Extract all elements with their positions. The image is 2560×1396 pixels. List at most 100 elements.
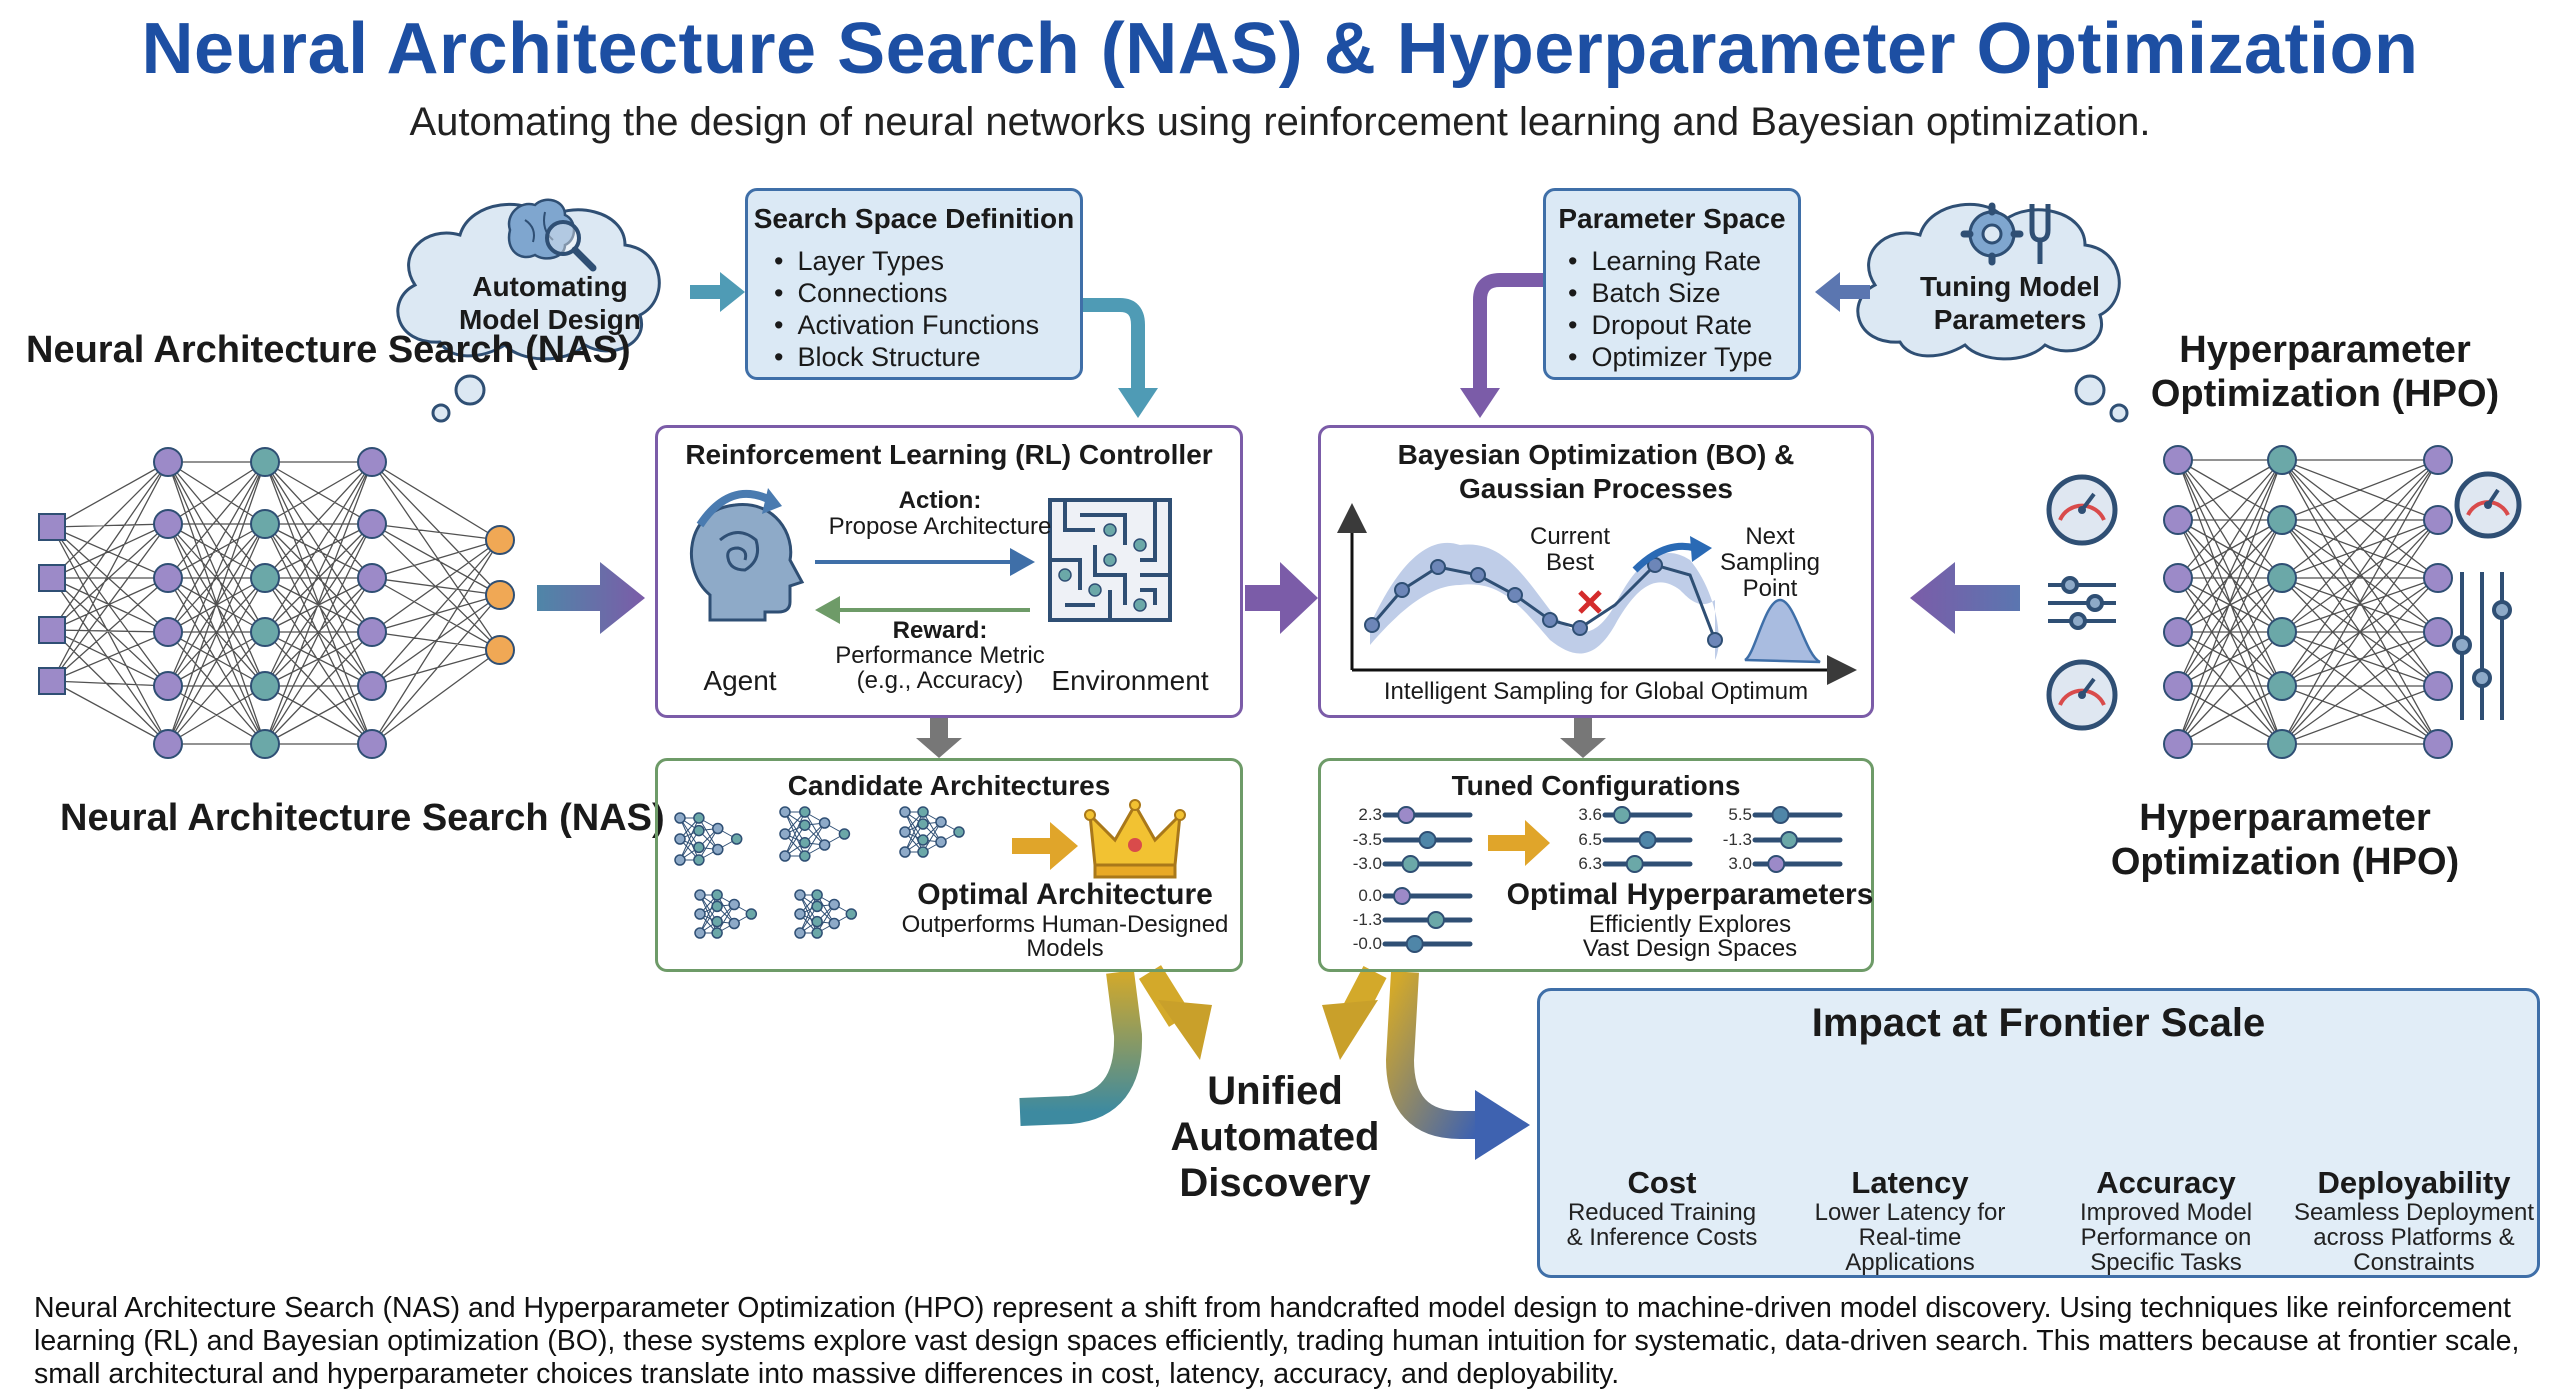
- arrow-rl-to-bo: [1245, 562, 1318, 634]
- network-node: [357, 447, 387, 477]
- tuned-config-sliders: [1382, 806, 1843, 953]
- arrow-bo-to-tuned: [1560, 718, 1606, 758]
- network-node: [2267, 671, 2297, 701]
- gauge-icons: [2046, 471, 2522, 731]
- metric-cost-desc: Reduced Training& Inference Costs: [1566, 1199, 1758, 1251]
- network-node: [153, 729, 183, 759]
- network-node: [2163, 445, 2193, 475]
- rl-title: Reinforcement Learning (RL) Controller: [685, 439, 1213, 470]
- parameter-space-list: Learning Rate Batch Size Dropout Rate Op…: [1568, 245, 1773, 373]
- network-node: [357, 671, 387, 701]
- hyperparameter-value: 2.3: [1358, 805, 1382, 824]
- network-node: [38, 616, 66, 644]
- hpo-network-graphic: [2163, 445, 2453, 759]
- gear-wrench-icon: [1960, 202, 2051, 266]
- optimal-architecture-desc2: Models: [1026, 935, 1104, 962]
- rl-reward-example: (e.g., Accuracy): [856, 667, 1024, 694]
- flow-tuned-to-impact: [1385, 971, 1480, 1139]
- network-node: [153, 447, 183, 477]
- bo-caption: Intelligent Sampling for Global Optimum: [1383, 678, 1809, 705]
- explanatory-caption: Neural Architecture Search (NAS) and Hyp…: [34, 1292, 2520, 1390]
- network-node: [2423, 729, 2453, 759]
- list-item: Dropout Rate: [1568, 309, 1773, 341]
- nas-cloud-text: Automating Model Design: [458, 271, 641, 335]
- metric-latency: Latency: [1851, 1165, 1969, 1200]
- optimal-hyperparameters-desc1: Efficiently Explores: [1588, 911, 1792, 938]
- reward-arrow: [815, 596, 1030, 624]
- network-node: [2423, 505, 2453, 535]
- network-node: [357, 617, 387, 647]
- network-node: [485, 525, 515, 555]
- network-node: [153, 563, 183, 593]
- list-item: Layer Types: [774, 245, 1039, 277]
- agent-head-icon: [689, 488, 805, 622]
- arrow-rl-to-candidates: [916, 718, 962, 758]
- metric-cost: Cost: [1627, 1165, 1697, 1200]
- network-node: [485, 635, 515, 665]
- list-item: Block Structure: [774, 341, 1039, 373]
- arrow-hpo-to-bo: [1910, 562, 2020, 634]
- network-node: [2423, 671, 2453, 701]
- hyperparameter-value: -1.3: [1352, 910, 1382, 929]
- optimal-architecture-label: Optimal Architecture: [917, 878, 1213, 911]
- rl-controller-box: Reinforcement Learning (RL) Controller: [655, 425, 1243, 718]
- rl-action-label: Action:: [898, 487, 982, 514]
- hyperparameter-value: 6.5: [1578, 830, 1602, 849]
- impact-box: Impact at Frontier Scale: [1537, 988, 2540, 1278]
- network-node: [357, 729, 387, 759]
- candidate-mini-networks: [674, 806, 965, 939]
- network-node: [2267, 563, 2297, 593]
- arrow-cloud-to-parameter-space: [1815, 272, 1870, 312]
- crown-icon: [1084, 799, 1186, 879]
- network-node: [250, 563, 280, 593]
- environment-label: Environment: [1051, 665, 1209, 696]
- action-arrow: [815, 548, 1035, 576]
- network-node: [2163, 617, 2193, 647]
- network-node: [153, 509, 183, 539]
- optimal-architecture-desc1: Outperforms Human-Designed: [901, 911, 1229, 938]
- network-node: [250, 617, 280, 647]
- hyperparameter-value: 3.0: [1728, 854, 1752, 873]
- hyperparameter-value: 6.3: [1578, 854, 1602, 873]
- parameter-space-box: Parameter Space Learning Rate Batch Size…: [1543, 188, 1801, 380]
- network-node: [2163, 671, 2193, 701]
- metric-deployability: Deployability: [2317, 1165, 2511, 1200]
- arrow-search-to-rl: [1070, 298, 1145, 390]
- nas-thought-cloud: [396, 202, 661, 423]
- network-node: [2163, 729, 2193, 759]
- network-node: [153, 617, 183, 647]
- nas-label-bottom: Neural Architecture Search (NAS): [60, 797, 665, 839]
- search-space-box: Search Space Definition Layer Types Conn…: [745, 188, 1083, 380]
- network-node: [2423, 617, 2453, 647]
- network-node: [38, 513, 66, 541]
- network-node: [38, 564, 66, 592]
- network-node: [2423, 563, 2453, 593]
- parameter-space-title: Parameter Space: [1558, 203, 1786, 234]
- flow-candidates-left: [1019, 970, 1143, 1126]
- network-node: [250, 671, 280, 701]
- network-node: [2267, 617, 2297, 647]
- arrow-to-optimal-hyperparameters: [1488, 820, 1550, 866]
- hpo-cloud-text: Tuning Model Parameters: [1920, 271, 2100, 335]
- tuned-title: Tuned Configurations: [1451, 770, 1741, 801]
- arrow-cloud-to-search-space: [690, 272, 745, 312]
- bo-box: Bayesian Optimization (BO) & Gaussian Pr…: [1318, 425, 1874, 718]
- network-node: [2267, 445, 2297, 475]
- network-node: [2267, 505, 2297, 535]
- network-node: [250, 447, 280, 477]
- network-node: [357, 563, 387, 593]
- rl-reward-label: Reward:: [892, 617, 988, 644]
- candidate-architectures-box: Candidate Architectures: [655, 758, 1243, 972]
- list-item: Activation Functions: [774, 309, 1039, 341]
- hyperparameter-value: -3.0: [1352, 854, 1382, 873]
- impact-title: Impact at Frontier Scale: [1811, 1001, 2266, 1045]
- arrow-nas-to-rl: [537, 562, 645, 634]
- hyperparameter-value: -3.5: [1352, 830, 1382, 849]
- nas-label-top: Neural Architecture Search (NAS): [26, 329, 631, 371]
- list-item: Optimizer Type: [1568, 341, 1772, 373]
- network-node: [2267, 729, 2297, 759]
